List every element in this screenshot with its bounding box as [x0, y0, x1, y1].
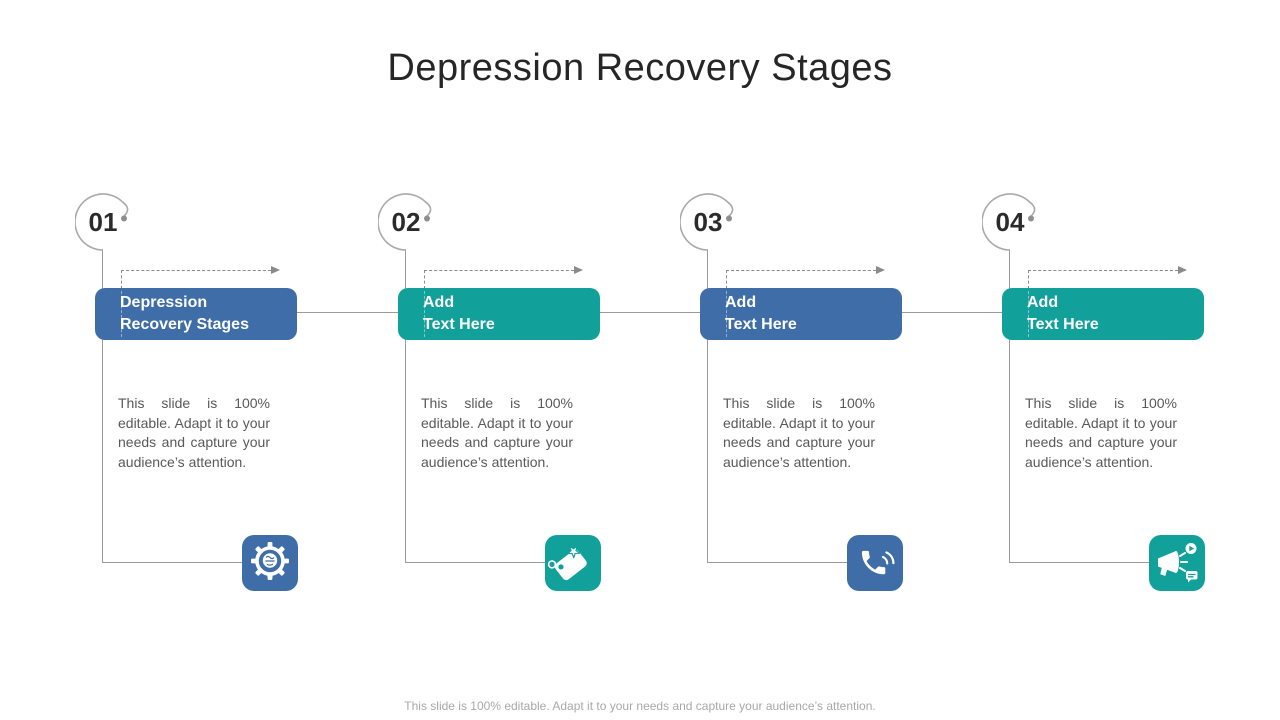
stage-3: 03 Add Text Here This slide is 100% edit…	[680, 0, 910, 650]
stage-2: 02 Add Text Here This slide is 100% edit…	[378, 0, 608, 650]
stage-number: 02	[391, 207, 421, 237]
stage-loop-decoration	[982, 193, 1036, 251]
dashed-arrow-drop-inner	[424, 291, 425, 337]
arrow-head-icon	[1178, 266, 1187, 274]
dashed-arrow-line	[1028, 270, 1178, 271]
stage-vertical-line	[1009, 250, 1010, 563]
tag-star-icon	[545, 535, 601, 591]
connector-line	[297, 312, 398, 313]
stage-body-text: This slide is 100% editable. Adapt it to…	[1025, 395, 1177, 470]
stage-loop-decoration	[378, 193, 432, 251]
megaphone-icon	[1149, 535, 1205, 591]
dashed-arrow-drop-inner	[726, 291, 727, 337]
stage-header-line1: Add	[1027, 294, 1059, 311]
stage-vertical-line	[405, 250, 406, 563]
stage-loop-decoration	[75, 193, 129, 251]
stage-header-box: Depression Recovery Stages	[95, 288, 297, 340]
dashed-arrow-drop	[121, 270, 122, 289]
stage-icon-line	[1009, 562, 1149, 563]
arrow-head-icon	[876, 266, 885, 274]
connector-line	[600, 312, 700, 313]
dashed-arrow-drop-inner	[121, 291, 122, 337]
stage-icon-line	[405, 562, 545, 563]
stage-number: 03	[693, 207, 723, 237]
stage-header-line1: Add	[725, 294, 757, 311]
stage-body-text: This slide is 100% editable. Adapt it to…	[421, 395, 573, 470]
stage-header-box: Add Text Here	[1002, 288, 1204, 340]
stage-header-line2: Recovery Stages	[120, 316, 249, 333]
stage-header-box: Add Text Here	[700, 288, 902, 340]
connector-line	[902, 312, 1002, 313]
stage-icon-line	[707, 562, 847, 563]
stage-body-text: This slide is 100% editable. Adapt it to…	[118, 395, 270, 470]
stage-vertical-line	[102, 250, 103, 563]
dashed-arrow-drop	[1028, 270, 1029, 289]
stage-number: 04	[995, 207, 1025, 237]
stage-body-text: This slide is 100% editable. Adapt it to…	[723, 395, 875, 470]
dashed-arrow-line	[726, 270, 876, 271]
stage-header-line2: Text Here	[423, 316, 495, 333]
stage-header-line2: Text Here	[1027, 316, 1099, 333]
dashed-arrow-line	[424, 270, 574, 271]
slide-title: Depression Recovery Stages	[387, 47, 893, 90]
stage-number: 01	[88, 207, 118, 237]
dashed-arrow-drop	[726, 270, 727, 289]
stage-header-line1: Depression	[120, 294, 208, 311]
dashed-arrow-drop	[424, 270, 425, 289]
arrow-head-icon	[574, 266, 583, 274]
stage-header-box: Add Text Here	[398, 288, 600, 340]
brain-gear-icon	[242, 535, 298, 591]
dashed-arrow-drop-inner	[1028, 291, 1029, 337]
stage-header-line1: Add	[423, 294, 455, 311]
phone-icon	[847, 535, 903, 591]
stage-1: 01 Depression Recovery Stages This slide…	[75, 0, 305, 650]
dashed-arrow-line	[121, 270, 271, 271]
stage-header-line2: Text Here	[725, 316, 797, 333]
stage-4: 04 Add Text Here This slide is 100% edit…	[982, 0, 1212, 650]
arrow-head-icon	[271, 266, 280, 274]
stage-icon-line	[102, 562, 242, 563]
stage-vertical-line	[707, 250, 708, 563]
slide-footer-note: This slide is 100% editable. Adapt it to…	[404, 699, 876, 713]
stage-loop-decoration	[680, 193, 734, 251]
